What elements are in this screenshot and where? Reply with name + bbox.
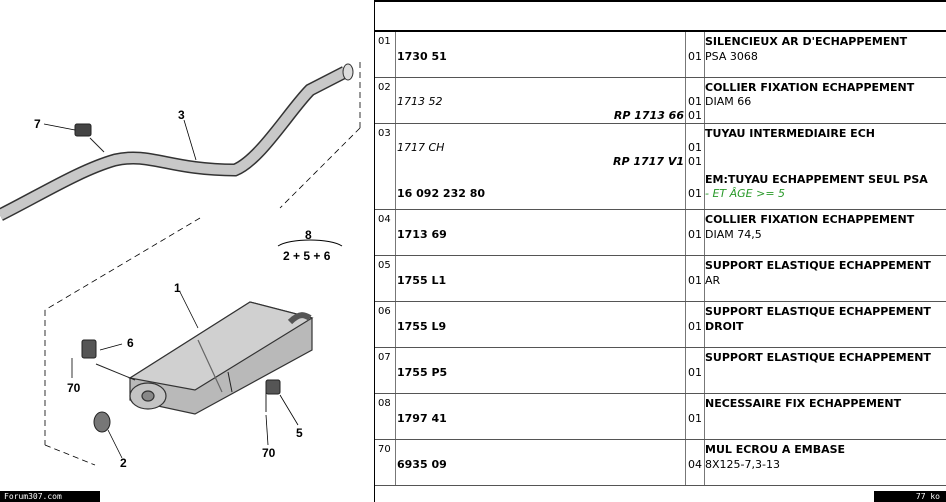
part-number[interactable]: 1713 69 [397,228,447,241]
part-detail: DIAM 74,5 [705,228,762,241]
row-ref: 08 [378,398,391,409]
part-number[interactable]: 1797 41 [397,412,447,425]
part-number[interactable]: 1730 51 [397,50,447,63]
part-number[interactable]: 1755 L9 [397,320,447,333]
row-ref: 70 [378,444,391,455]
part-description: MUL ECROU A EMBASE [705,443,846,456]
status-bar: Forum307.com 77 ko [0,491,946,502]
part-description: SUPPORT ELASTIQUE ECHAPPEMENT [705,259,931,272]
callout-6: 6 [127,336,134,350]
part-description: SUPPORT ELASTIQUE ECHAPPEMENT [705,305,931,318]
table-row[interactable]: 07 1755 P5 01 SUPPORT ELASTIQUE ECHAPPEM… [375,348,946,394]
quantity: 01 [688,366,702,379]
quantity: 01 [688,50,702,63]
part-description-line2: DROIT [705,320,744,333]
part-description: NECESSAIRE FIX ECHAPPEMENT [705,397,902,410]
quantity: 01 [688,109,702,122]
row-ref: 05 [378,260,391,271]
parts-table: 01 1730 51 01 SILENCIEUX AR D'ECHAPPEMEN… [375,0,946,502]
table-header [375,0,946,32]
part-description: TUYAU INTERMEDIAIRE ECH [705,127,875,140]
callout-3: 3 [178,108,185,122]
part-description-alt: EM:TUYAU ECHAPPEMENT SEUL PSA [705,173,928,186]
table-row[interactable]: 06 1755 L9 01 SUPPORT ELASTIQUE ECHAPPEM… [375,302,946,348]
part-number[interactable]: 1717 CH [397,141,445,154]
part-description: COLLIER FIXATION ECHAPPEMENT [705,81,915,94]
quantity: 01 [688,187,702,200]
callout-70-right: 70 [262,446,276,460]
replacement-part-number[interactable]: RP 1717 V1 [613,155,684,168]
row-ref: 01 [378,36,391,47]
quantity: 01 [688,412,702,425]
table-row[interactable]: 01 1730 51 01 SILENCIEUX AR D'ECHAPPEMEN… [375,32,946,78]
table-row[interactable]: 04 1713 69 01 COLLIER FIXATION ECHAPPEME… [375,210,946,256]
table-row[interactable]: 05 1755 L1 01 SUPPORT ELASTIQUE ECHAPPEM… [375,256,946,302]
watermark-text: Forum307.com [4,492,62,501]
callout-kit-contents: 2 + 5 + 6 [283,249,331,263]
row-ref: 04 [378,214,391,225]
part-number[interactable]: 6935 09 [397,458,447,471]
callout-5: 5 [296,426,303,440]
panel-divider [374,0,375,502]
row-ref: 07 [378,352,391,363]
table-row[interactable]: 70 6935 09 04 MUL ECROU A EMBASE 8X125-7… [375,440,946,486]
callout-70-left: 70 [67,381,81,395]
exploded-diagram: 7 3 8 2 + 5 + 6 1 6 70 2 5 70 [0,0,374,502]
quantity: 01 [688,274,702,287]
part-detail: PSA 3068 [705,50,758,63]
quantity: 01 [688,320,702,333]
part-detail: AR [705,274,721,287]
part-detail: DIAM 66 [705,95,752,108]
callout-7: 7 [34,117,41,131]
callout-2: 2 [120,456,127,470]
part-number[interactable]: 1755 L1 [397,274,447,287]
part-detail: 8X125-7,3-13 [705,458,780,471]
quantity: 01 [688,228,702,241]
quantity: 01 [688,95,702,108]
part-description: SILENCIEUX AR D'ECHAPPEMENT [705,35,908,48]
row-ref: 06 [378,306,391,317]
part-description: SUPPORT ELASTIQUE ECHAPPEMENT [705,351,931,364]
part-number[interactable]: 1755 P5 [397,366,448,379]
row-ref: 02 [378,82,391,93]
part-number[interactable]: 1713 52 [397,95,443,108]
replacement-part-number[interactable]: RP 1713 66 [613,109,684,122]
file-size: 77 ko [915,492,940,501]
part-description: COLLIER FIXATION ECHAPPEMENT [705,213,915,226]
callout-1: 1 [174,281,181,295]
row-ref: 03 [378,128,391,139]
fitment-note: - ET ÂGE >= 5 [705,187,786,200]
quantity: 01 [688,141,702,154]
part-number[interactable]: 16 092 232 80 [397,187,486,200]
table-row[interactable]: 08 1797 41 01 NECESSAIRE FIX ECHAPPEMENT [375,394,946,440]
quantity: 01 [688,155,702,168]
table-row[interactable]: 02 1713 52 01 RP 1713 66 01 COLLIER FIXA… [375,78,946,124]
table-row[interactable]: 03 1717 CH 01 RP 1717 V1 01 16 092 232 8… [375,124,946,210]
callout-8: 8 [305,228,312,242]
quantity: 04 [688,458,702,471]
